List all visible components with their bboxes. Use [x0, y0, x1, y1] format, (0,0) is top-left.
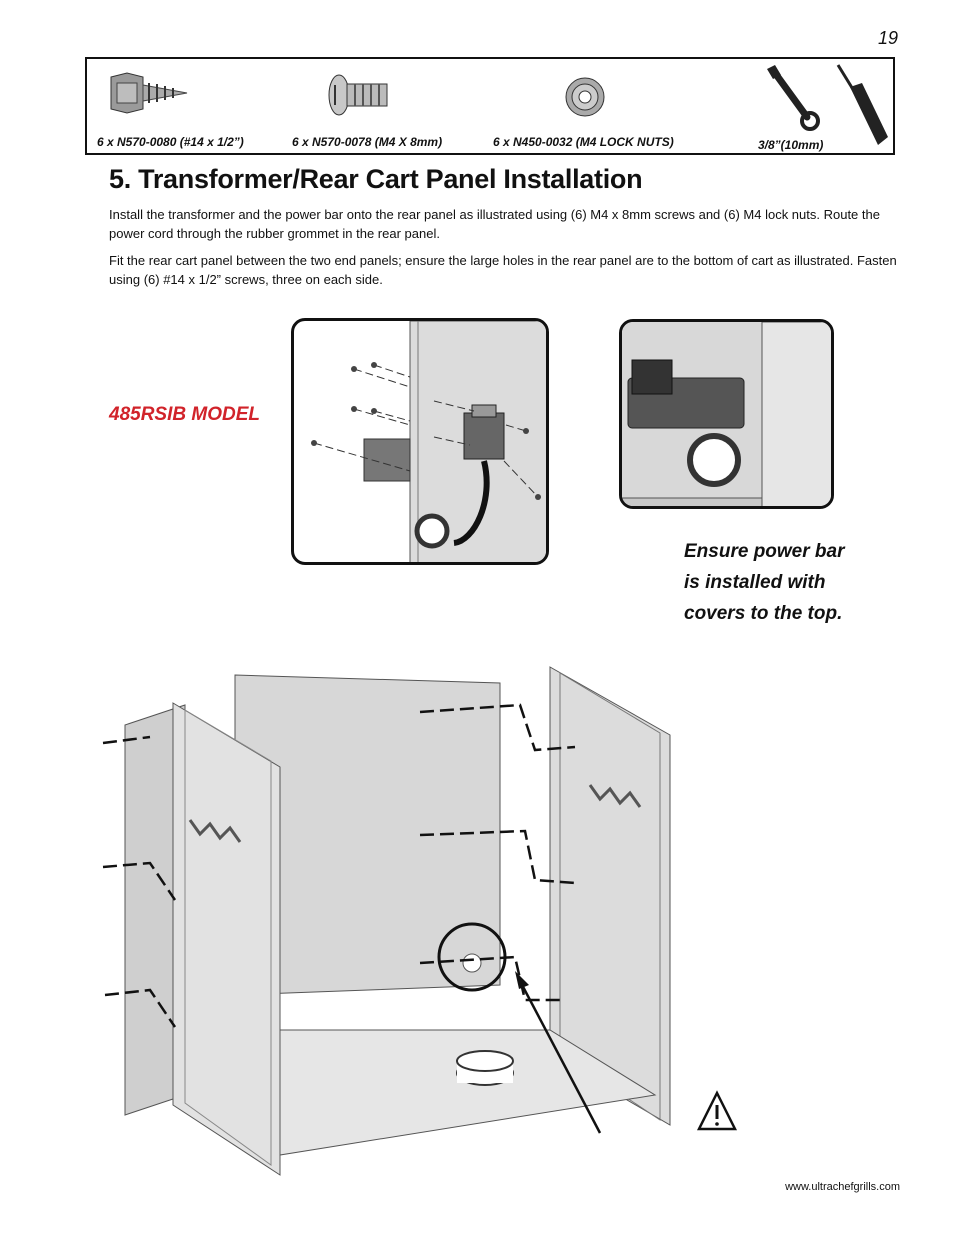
hardware-parts-box: 6 x N570-0080 (#14 x 1/2”) 6 x N570-0078…	[85, 57, 895, 155]
model-label: 485RSIB MODEL	[109, 404, 260, 425]
hardware-label: 3/8”(10mm)	[758, 138, 824, 152]
lock-nut-icon	[565, 77, 605, 117]
flange-screw-icon	[110, 72, 188, 114]
hardware-label: 6 x N570-0078 (M4 X 8mm)	[292, 135, 443, 149]
hardware-label: 6 x N450-0032 (M4 LOCK NUTS)	[493, 135, 674, 149]
screwdriver-icon	[836, 64, 888, 145]
wrench-icon	[767, 65, 820, 131]
warning-icon	[696, 1090, 738, 1131]
transformer-detail-illustration	[291, 318, 549, 565]
power-bar-detail-illustration	[619, 319, 834, 509]
instruction-paragraph: Fit the rear cart panel between the two …	[109, 253, 897, 287]
hardware-label: 6 x N570-0080 (#14 x 1/2”)	[97, 135, 244, 149]
section-title: 5. Transformer/Rear Cart Panel Installat…	[109, 164, 643, 194]
cart-assembly-illustration	[102, 666, 738, 1176]
page-number: 19	[877, 28, 898, 48]
machine-screw-icon	[328, 74, 388, 116]
installation-note: Ensure power bar is installed with cover…	[684, 541, 845, 624]
website-url: www.ultrachefgrills.com	[785, 1181, 900, 1193]
instruction-paragraph: Install the transformer and the power ba…	[109, 207, 880, 241]
